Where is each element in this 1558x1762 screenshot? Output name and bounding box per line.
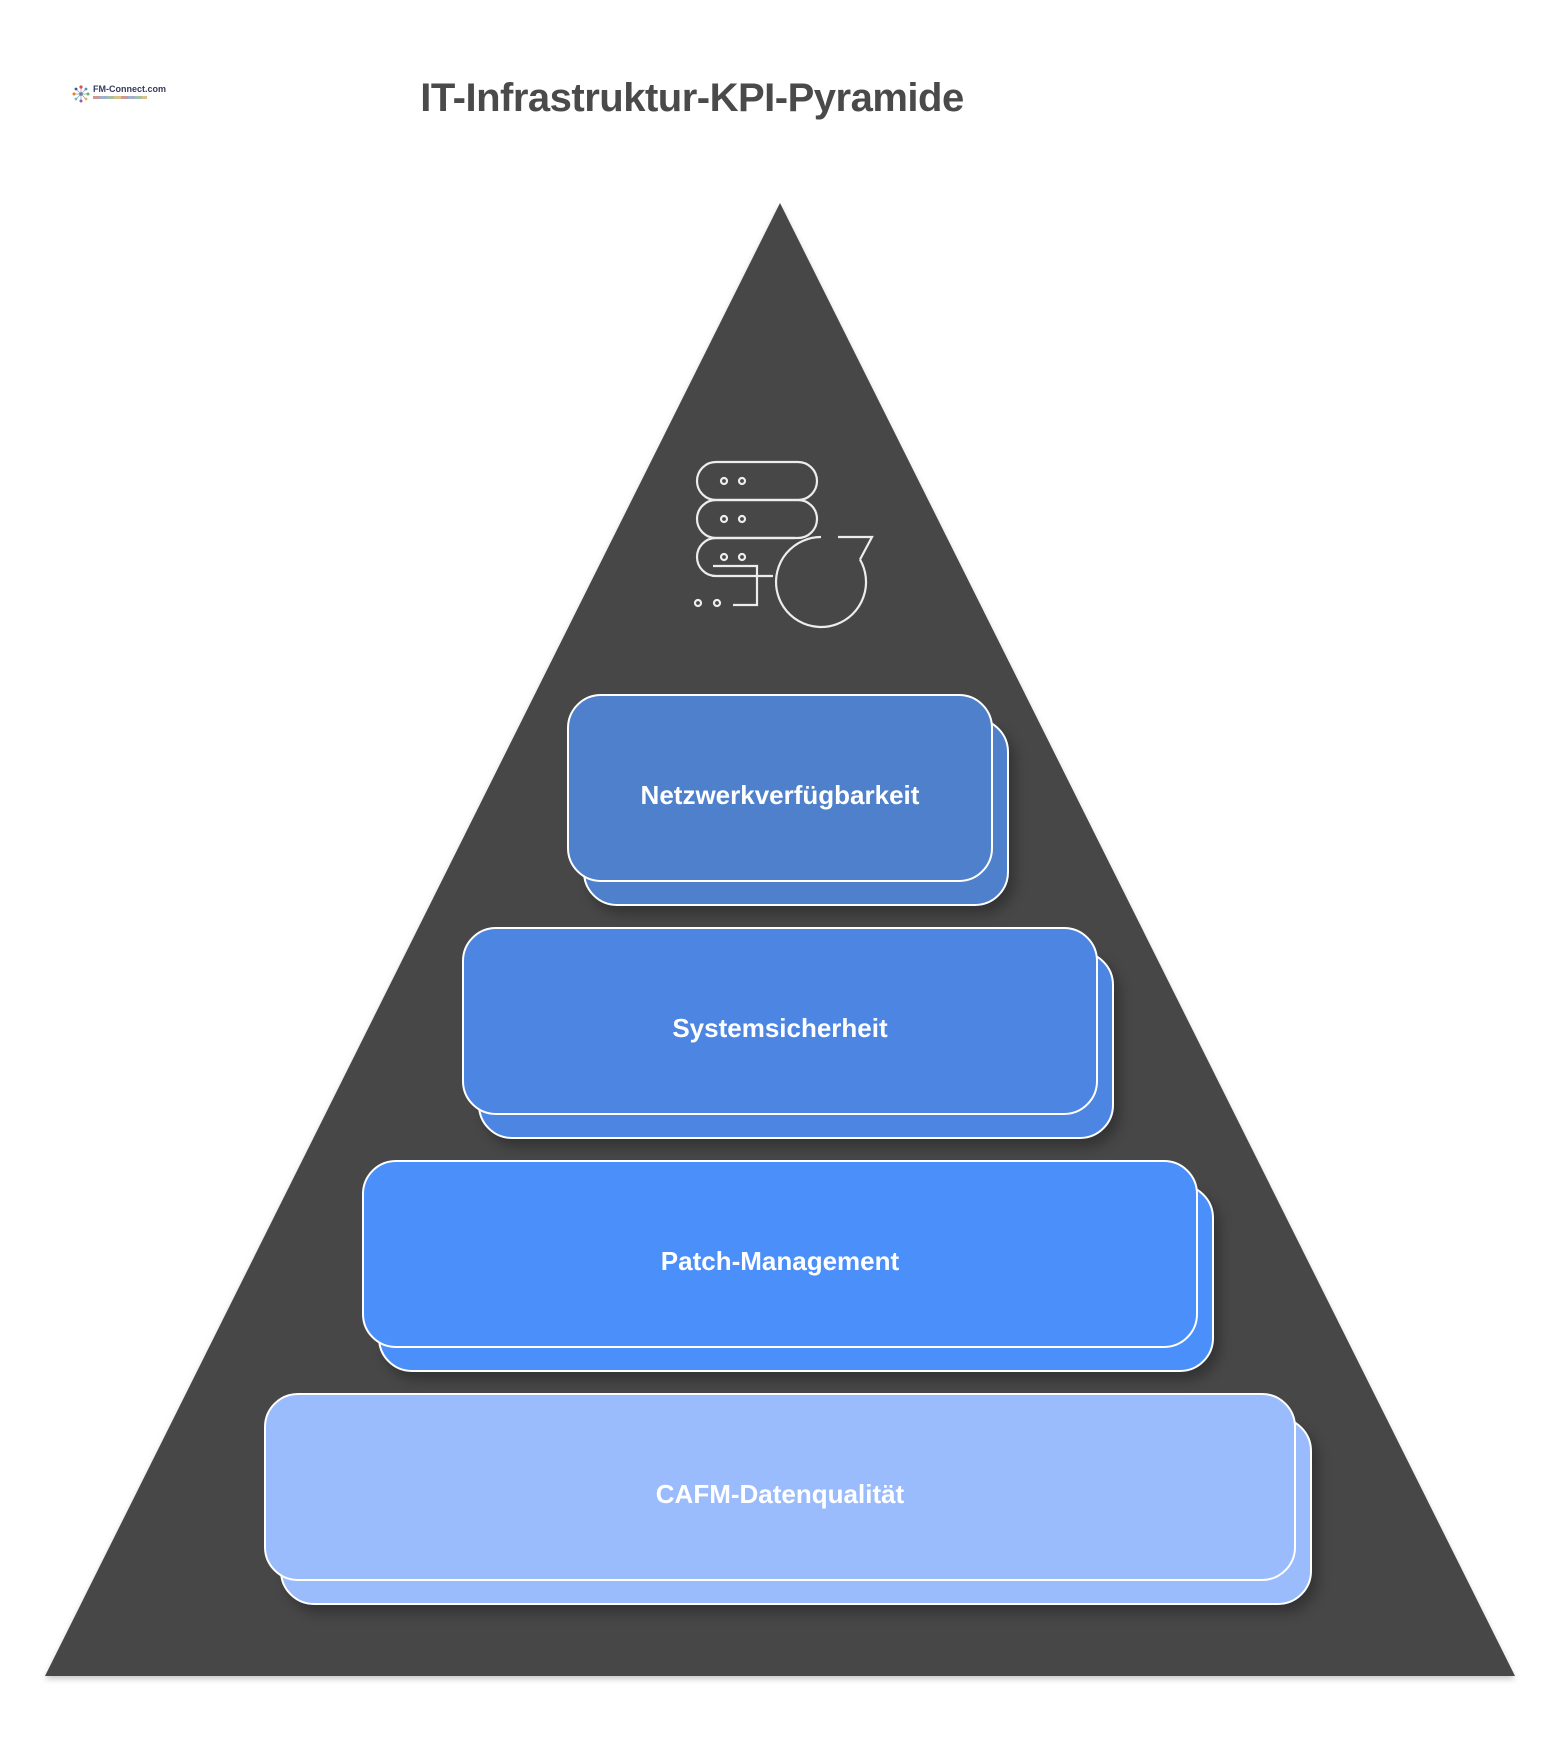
pyramid-level-2: Systemsicherheit	[462, 927, 1114, 1139]
level-4-card: CAFM-Datenqualität	[264, 1393, 1296, 1581]
level-3-label: Patch-Management	[660, 1245, 900, 1276]
starburst-icon	[72, 85, 90, 103]
logo-text: FM-Connect.com	[93, 84, 166, 94]
level-2-label: Systemsicherheit	[672, 1012, 888, 1043]
level-1-label: Netzwerkverfügbarkeit	[640, 779, 920, 810]
server-refresh-icon	[693, 460, 874, 629]
level-1-card: Netzwerkverfügbarkeit	[567, 694, 993, 882]
level-2-card: Systemsicherheit	[462, 927, 1098, 1115]
level-3-card: Patch-Management	[362, 1160, 1198, 1348]
page-title: IT-Infrastruktur-KPI-Pyramide	[420, 76, 964, 120]
pyramid-level-4: CAFM-Datenqualität	[264, 1393, 1312, 1605]
logo-text-block: FM-Connect.com	[93, 84, 166, 99]
pyramid-level-3: Patch-Management	[362, 1160, 1214, 1372]
logo: FM-Connect.com	[72, 84, 166, 103]
logo-tagline	[93, 96, 147, 99]
pyramid-level-1: Netzwerkverfügbarkeit	[567, 694, 1009, 906]
level-4-label: CAFM-Datenqualität	[655, 1478, 905, 1509]
